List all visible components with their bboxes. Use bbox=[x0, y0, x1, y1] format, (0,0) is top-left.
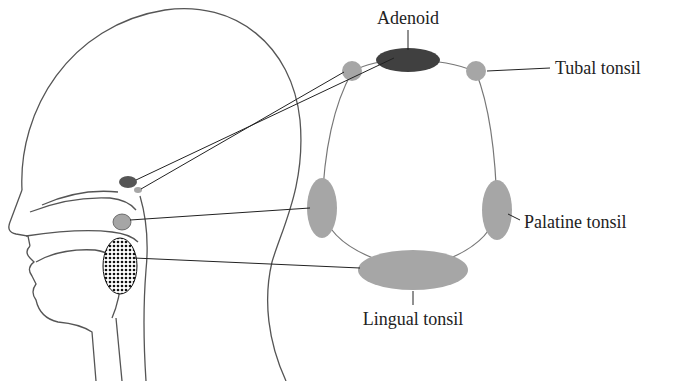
tubal-head bbox=[134, 187, 142, 193]
palatine-shape bbox=[307, 178, 337, 238]
part-label: Tubal tonsil bbox=[555, 58, 641, 78]
leader-lines bbox=[130, 30, 550, 305]
palatine-head bbox=[113, 214, 131, 230]
palatine-shape bbox=[482, 180, 512, 240]
part-label: Adenoid bbox=[377, 8, 439, 28]
part-label: Lingual tonsil bbox=[363, 309, 464, 329]
tubal-shape bbox=[466, 61, 486, 81]
lingual-shape bbox=[358, 250, 468, 290]
part-label: Palatine tonsil bbox=[524, 212, 627, 232]
head-outline bbox=[9, 9, 301, 381]
ring-outline bbox=[322, 60, 497, 270]
adenoid-shape bbox=[376, 48, 440, 72]
lingual-head bbox=[103, 238, 137, 294]
adenoid-head bbox=[119, 176, 137, 188]
